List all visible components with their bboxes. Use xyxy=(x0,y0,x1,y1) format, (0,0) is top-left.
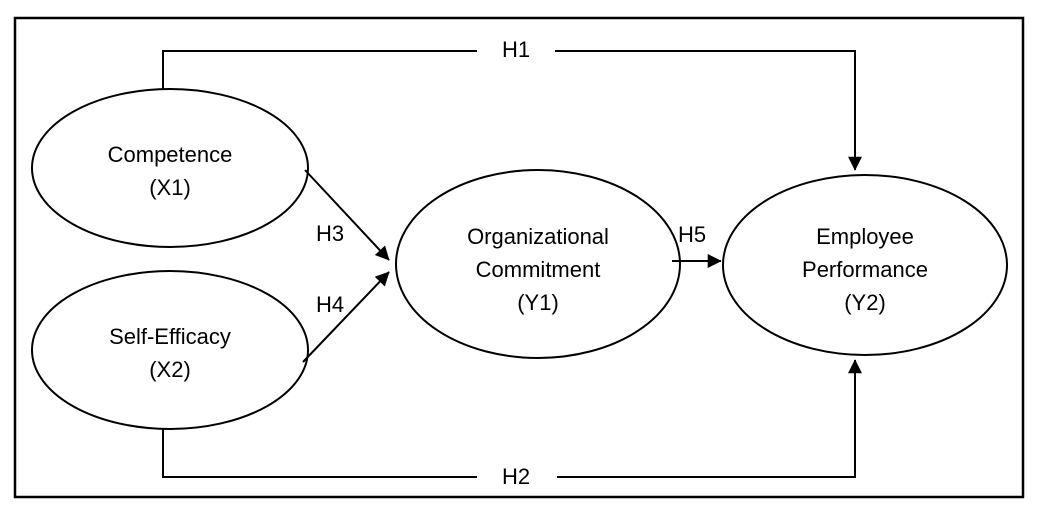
node-employee-performance-ellipse xyxy=(722,174,1008,356)
edge-h4-arrow xyxy=(302,271,390,363)
node-self-efficacy-ellipse xyxy=(31,270,309,430)
diagram-border xyxy=(13,16,1025,499)
edge-h2-arrow xyxy=(162,360,855,478)
edge-h1-arrow xyxy=(162,50,855,170)
node-organizational-commitment-ellipse xyxy=(395,169,681,359)
edge-h3-arrow xyxy=(304,169,390,261)
node-competence-ellipse xyxy=(31,88,309,248)
